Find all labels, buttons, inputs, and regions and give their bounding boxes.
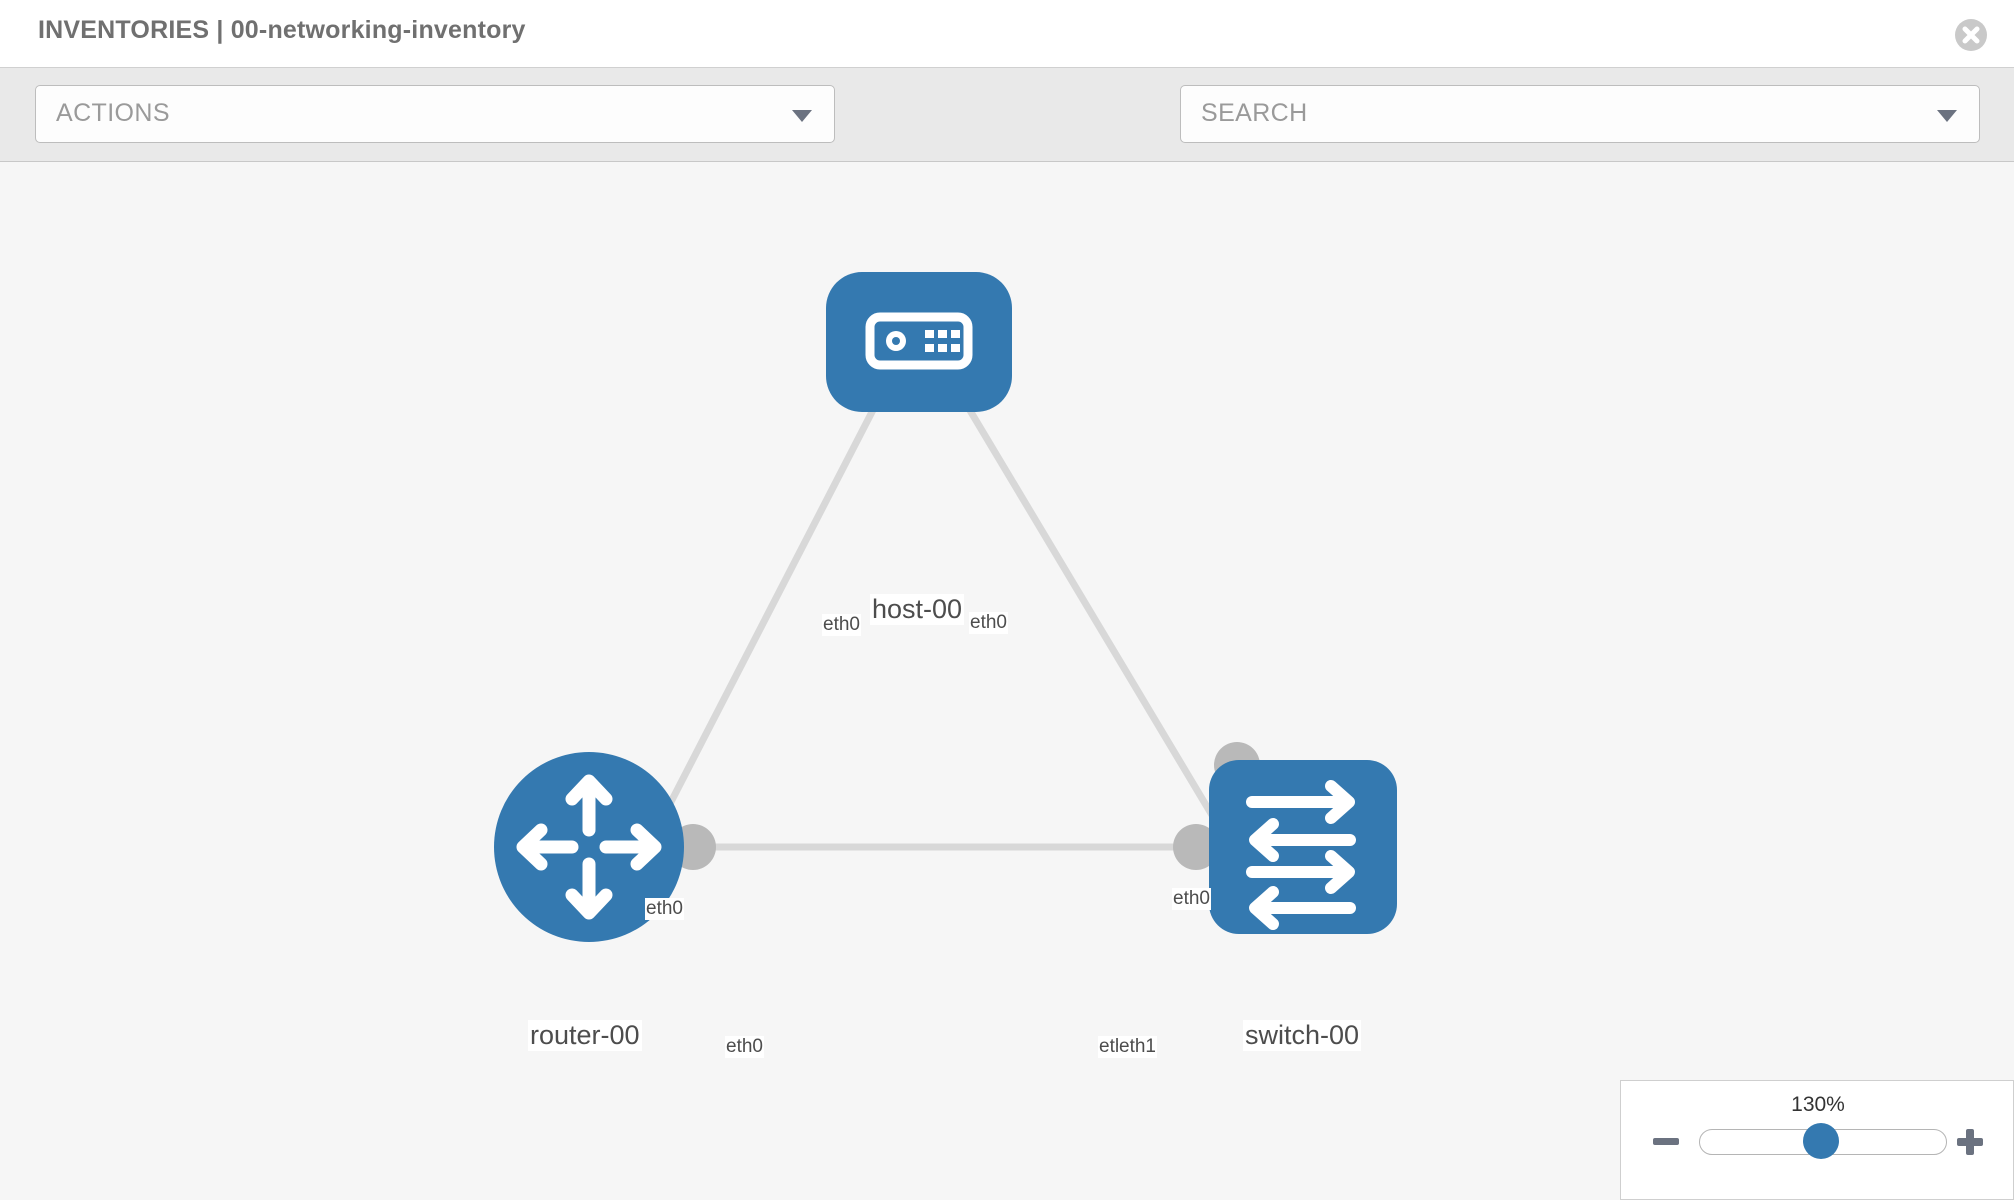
topology-edges [636, 375, 1244, 864]
iface-label-switch00-eth0-up[interactable]: eth0 [1172, 888, 1211, 910]
plus-icon[interactable] [1953, 1125, 1987, 1159]
breadcrumb: INVENTORIES | 00-networking-inventory [38, 16, 526, 44]
node-label-switch-00[interactable]: switch-00 [1243, 1020, 1362, 1051]
node-label-router-00[interactable]: router-00 [528, 1020, 642, 1051]
zoom-slider-thumb[interactable] [1803, 1123, 1839, 1159]
zoom-control-panel: 130% [1620, 1080, 2014, 1200]
chevron-down-icon [792, 110, 812, 122]
zoom-level-value: 130% [1791, 1093, 1845, 1116]
chevron-down-icon[interactable] [1937, 110, 1957, 122]
node-host-00 [826, 272, 1012, 412]
search-placeholder: SEARCH [1201, 99, 1308, 127]
minus-icon[interactable] [1649, 1125, 1683, 1159]
port-switch00-eth1 [1173, 824, 1219, 870]
iface-label-router00-eth0-up[interactable]: eth0 [645, 898, 684, 920]
search-input[interactable]: SEARCH [1180, 85, 1980, 143]
page-header: INVENTORIES | 00-networking-inventory [0, 0, 2014, 68]
close-icon[interactable] [1954, 18, 1988, 52]
node-label-host-00[interactable]: host-00 [870, 594, 965, 625]
actions-dropdown[interactable]: ACTIONS [35, 85, 835, 143]
iface-label-host00-eth0-right[interactable]: eth0 [969, 612, 1008, 634]
topology-graph [494, 272, 1397, 942]
node-router-00 [494, 752, 684, 942]
edge-host00-router00 [636, 375, 894, 864]
topology-ports [670, 361, 1260, 870]
actions-dropdown-label: ACTIONS [56, 99, 170, 127]
iface-label-router00-eth0[interactable]: eth0 [725, 1036, 764, 1058]
edge-host00-switch00 [946, 375, 1244, 864]
iface-label-switch00-eth1[interactable]: eth1 [1118, 1036, 1157, 1058]
topology-canvas[interactable]: host-00 router-00 switch-00 eth0 eth0 et… [0, 162, 2014, 1200]
node-switch-00 [1209, 760, 1397, 934]
iface-label-host00-eth0-left[interactable]: eth0 [822, 614, 861, 636]
toolbar: ACTIONS SEARCH [0, 68, 2014, 201]
